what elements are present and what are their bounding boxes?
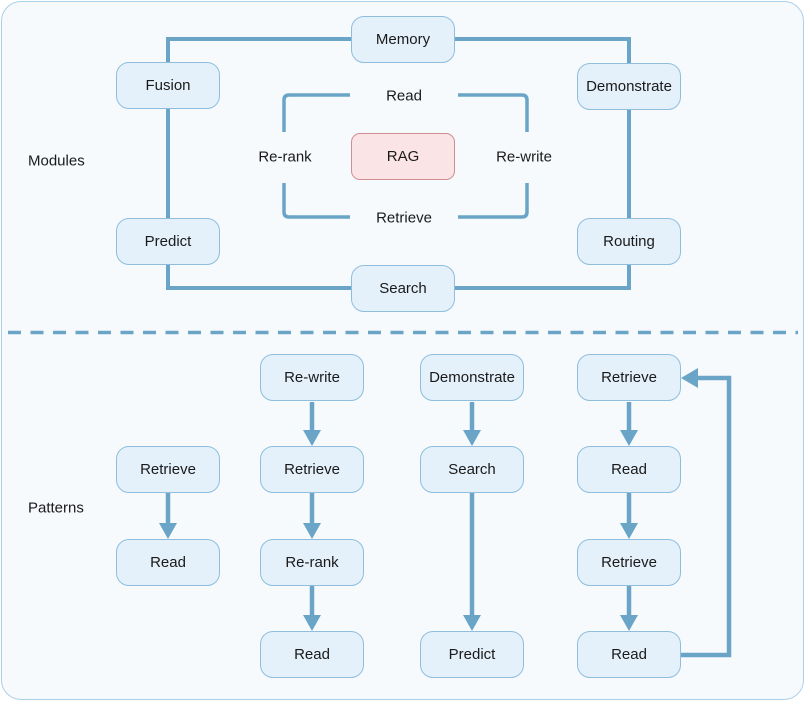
modules-section-label: Modules (28, 152, 85, 170)
rag-ring-top-right (458, 93, 529, 132)
arrowhead-p4-1 (620, 430, 638, 446)
pattern4-step-read-2: Read (577, 631, 681, 678)
rag-ring-bottom-left (282, 183, 350, 219)
pattern1-step-retrieve: Retrieve (116, 446, 220, 493)
node-routing: Routing (577, 218, 681, 265)
rag-label-rerank: Re-rank (258, 148, 312, 166)
arrowhead-p2-3 (303, 615, 321, 631)
arrowhead-loop (681, 368, 698, 388)
arrowhead-p3-1 (463, 430, 481, 446)
pattern4-step-read-1: Read (577, 446, 681, 493)
rag-ring-bottom-right (458, 183, 529, 219)
pattern4-step-retrieve-2: Retrieve (577, 539, 681, 586)
node-predict: Predict (116, 218, 220, 265)
arrowhead-p3-2 (463, 615, 481, 631)
edge-memory-fusion (166, 37, 351, 62)
rag-ring-top-left (282, 93, 350, 132)
arrowhead-p4-2 (620, 523, 638, 539)
node-fusion: Fusion (116, 62, 220, 109)
loop-line (681, 375, 732, 658)
patterns-section-label: Patterns (28, 499, 84, 517)
pattern2-step-retrieve: Retrieve (260, 446, 364, 493)
pattern3-step-search: Search (420, 446, 524, 493)
pattern1-step-read: Read (116, 539, 220, 586)
pattern2-step-read: Read (260, 631, 364, 678)
pattern2-step-rerank: Re-rank (260, 539, 364, 586)
arrowhead-p4-3 (620, 615, 638, 631)
rag-label-read: Read (386, 87, 422, 105)
rag-label-rewrite: Re-write (496, 148, 552, 166)
edge-memory-demonstrate (455, 37, 631, 63)
arrowhead-p2-2 (303, 523, 321, 539)
edge-predict-search (166, 265, 351, 290)
pattern2-step-rewrite: Re-write (260, 354, 364, 401)
node-rag: RAG (351, 133, 455, 180)
rag-label-retrieve: Retrieve (376, 209, 432, 227)
pattern4-step-retrieve-1: Retrieve (577, 354, 681, 401)
pattern3-step-demonstrate: Demonstrate (420, 354, 524, 401)
edge-routing-search (455, 265, 631, 290)
node-search: Search (351, 265, 455, 312)
arrowhead-p2-1 (303, 430, 321, 446)
pattern3-step-predict: Predict (420, 631, 524, 678)
node-demonstrate: Demonstrate (577, 63, 681, 110)
arrowhead-p1-1 (159, 523, 177, 539)
node-memory: Memory (351, 16, 455, 63)
